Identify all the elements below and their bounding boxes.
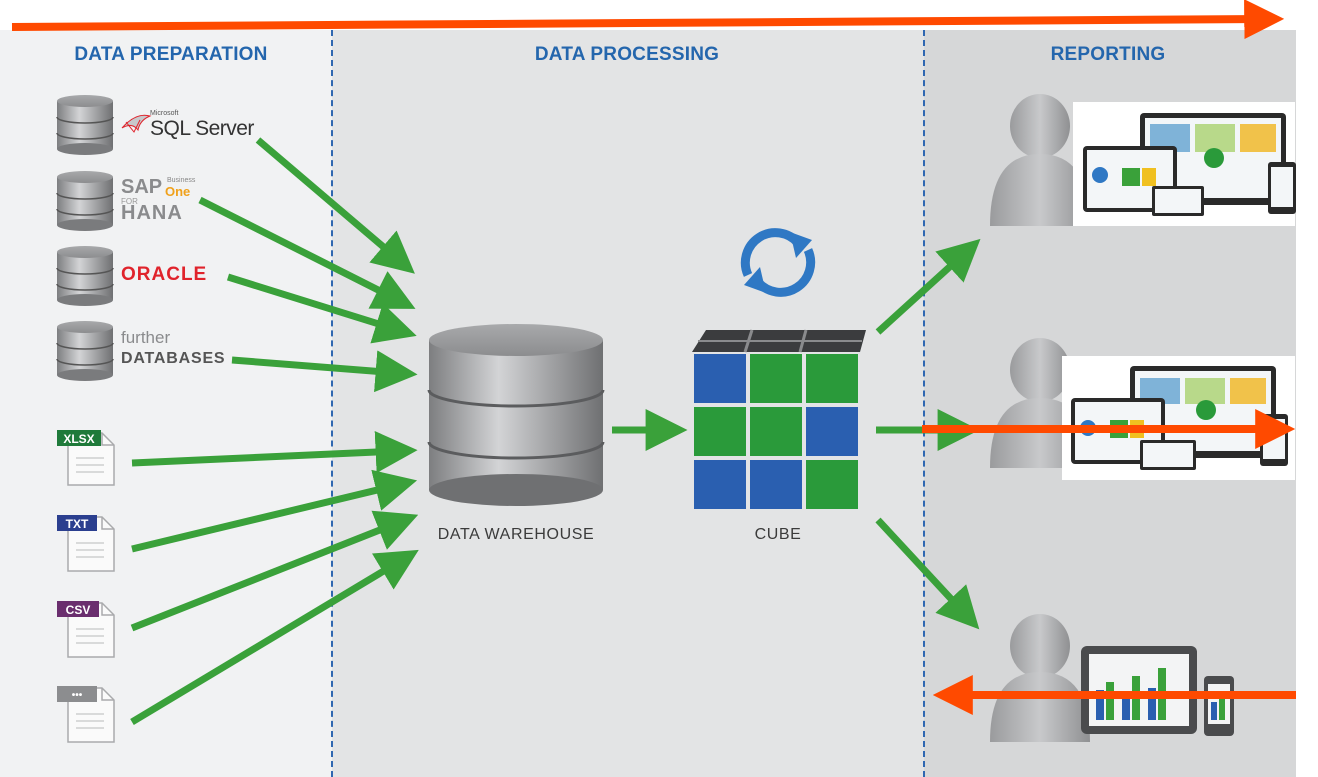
section-title-preparation: DATA PREPARATION bbox=[74, 44, 268, 65]
database-icon bbox=[56, 171, 114, 231]
txt-file-icon: TXT bbox=[57, 515, 115, 572]
further-label: further bbox=[121, 328, 171, 347]
flow-arrows bbox=[130, 137, 981, 726]
user-icon bbox=[990, 614, 1090, 742]
flow-arrow bbox=[255, 137, 415, 274]
data-warehouse-icon bbox=[427, 324, 605, 506]
flow-arrow bbox=[131, 431, 418, 473]
sql-server-logo-icon bbox=[121, 114, 152, 133]
database-icon bbox=[56, 95, 114, 155]
chart-devices-icon bbox=[1081, 646, 1234, 736]
sap-business-label: Business bbox=[167, 177, 196, 184]
flow-arrow bbox=[131, 469, 418, 553]
flow-arrow bbox=[226, 273, 417, 344]
databases-label: DATABASES bbox=[121, 350, 226, 367]
oracle-label: ORACLE bbox=[121, 264, 208, 285]
flow-arrow bbox=[875, 238, 981, 335]
data-warehouse-label: DATA WAREHOUSE bbox=[437, 526, 595, 543]
cube-icon bbox=[692, 329, 866, 509]
cube-label: CUBE bbox=[754, 526, 802, 543]
divider-right bbox=[923, 30, 925, 777]
sap-for-label: FOR bbox=[121, 197, 138, 206]
flow-arrow bbox=[130, 510, 419, 632]
database-icon bbox=[56, 246, 114, 306]
divider-left bbox=[331, 30, 333, 777]
orange-arrow-top bbox=[11, 0, 1285, 40]
sql-server-small-label: Microsoft bbox=[150, 110, 179, 117]
flow-arrow bbox=[875, 517, 980, 630]
csv-tag: CSV bbox=[66, 603, 91, 617]
flow-arrow bbox=[198, 196, 416, 309]
xlsx-tag: XLSX bbox=[63, 432, 94, 446]
hana-label: HANA bbox=[121, 202, 183, 224]
generic-tag: ••• bbox=[72, 690, 83, 701]
refresh-icon bbox=[740, 228, 816, 297]
orange-arrows bbox=[11, 0, 1296, 715]
flow-arrow bbox=[130, 549, 419, 726]
generic-file-icon: ••• bbox=[57, 686, 115, 743]
csv-file-icon: CSV bbox=[57, 601, 115, 658]
section-title-processing: DATA PROCESSING bbox=[534, 44, 720, 65]
section-title-reporting: REPORTING bbox=[1050, 44, 1166, 65]
flow-arrow bbox=[231, 350, 418, 393]
dashboard-devices-icon bbox=[1073, 102, 1296, 226]
txt-tag: TXT bbox=[66, 517, 89, 531]
database-icon bbox=[56, 321, 114, 381]
dashboard-devices-icon bbox=[1062, 356, 1295, 480]
xlsx-file-icon: XLSX bbox=[57, 430, 115, 486]
sap-label: SAP bbox=[121, 176, 163, 198]
sap-one-label: One bbox=[165, 184, 191, 199]
sql-server-label: SQL Server bbox=[150, 117, 254, 140]
user-icon bbox=[990, 94, 1090, 226]
